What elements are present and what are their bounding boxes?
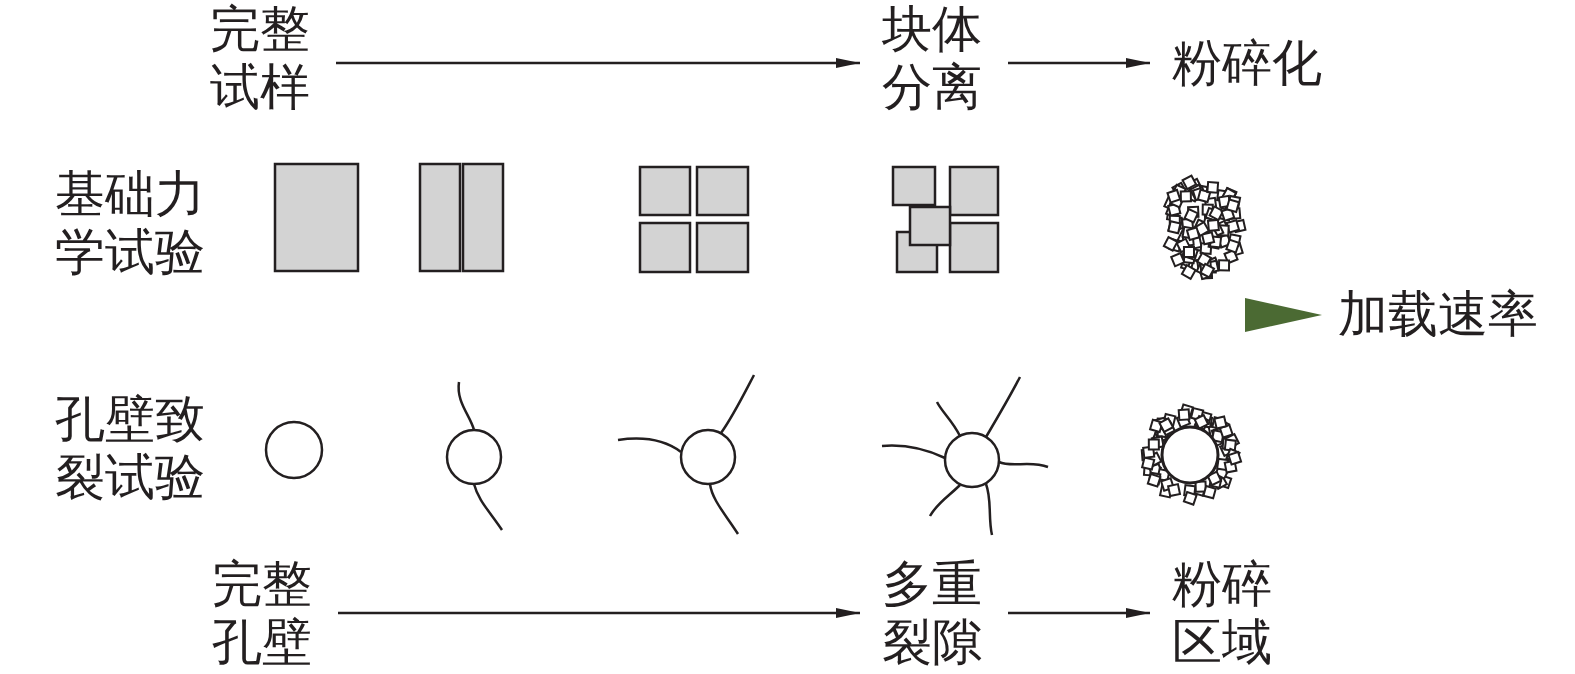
stage-label: 完整 试样 (210, 0, 314, 116)
specimen-blocks (275, 164, 998, 272)
stage-label: 粉碎化 (1172, 34, 1326, 92)
stage-text: 块体 分离 (882, 0, 986, 116)
flow-arrow (338, 612, 860, 615)
flow-arrow (1008, 62, 1150, 65)
crushed-zone (1142, 404, 1241, 504)
stage-text: 粉碎化 (1172, 34, 1326, 92)
row-label: 孔壁致 裂试验 (55, 390, 209, 506)
flow-arrow (1008, 612, 1150, 615)
crushed-specimen (1164, 176, 1246, 279)
row-label: 基础力 学试验 (55, 165, 209, 281)
stage-label: 粉碎 区域 (1172, 555, 1276, 671)
flow-arrow (336, 62, 860, 65)
edge-layer (336, 63, 1150, 613)
stage-label: 块体 分离 (882, 0, 986, 116)
rate-axis (18, 298, 1322, 332)
stage-text: 多重 裂隙 (882, 555, 986, 671)
stage-text: 粉碎 区域 (1172, 555, 1276, 671)
borehole-cracks (266, 375, 1048, 535)
stage-text: 完整 孔壁 (212, 555, 316, 671)
stage-label: 完整 孔壁 (212, 555, 316, 671)
stage-text: 完整 试样 (210, 0, 314, 116)
axis-label: 加载速率 (1338, 285, 1542, 343)
stage-label: 多重 裂隙 (882, 555, 986, 671)
